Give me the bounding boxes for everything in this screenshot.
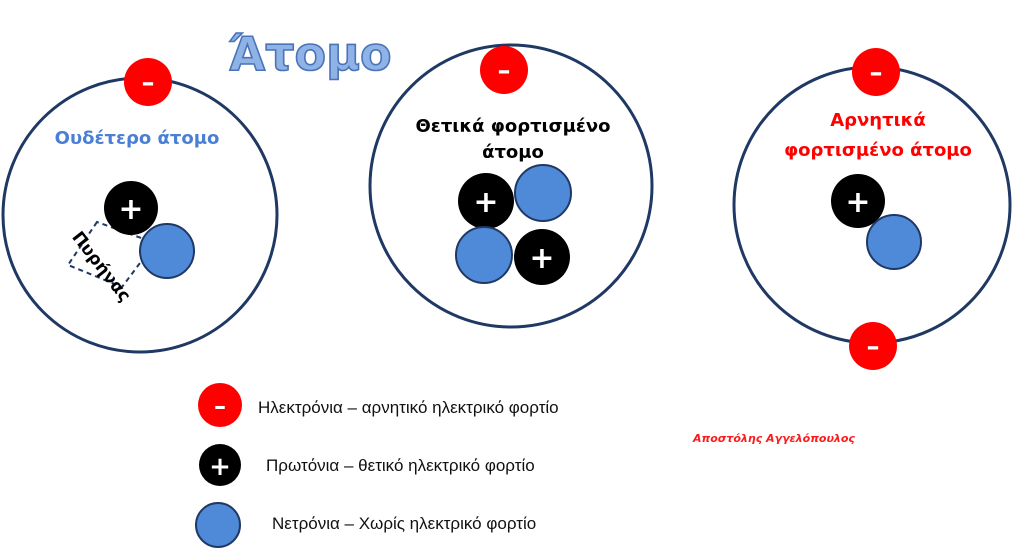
orbit-positive	[368, 43, 654, 329]
svg-text:+: +	[209, 452, 231, 482]
atom-negative: Αρνητικά φορτισμένο άτομο – + –	[732, 48, 1012, 370]
neutron	[866, 214, 922, 270]
atom-neutral-label: Ουδέτερο άτομο	[55, 128, 220, 149]
legend-neutron-icon	[195, 502, 241, 548]
nucleus-label: Πυρήνας	[67, 228, 134, 306]
legend-electron-icon: –	[198, 383, 242, 427]
nucleus-bracket	[66, 220, 157, 289]
legend-proton-text: Πρωτόνια – θετικό ηλεκτρικό φορτίο	[266, 456, 535, 475]
svg-text:+: +	[529, 241, 554, 276]
legend-electron-text: Ηλεκτρόνια – αρνητικό ηλεκτρικό φορτίο	[258, 398, 559, 417]
svg-text:–: –	[870, 58, 883, 88]
proton: +	[514, 229, 570, 285]
proton: +	[104, 181, 158, 235]
atom-negative-label-line1: Αρνητικά	[830, 110, 926, 131]
neutron	[455, 226, 513, 284]
svg-text:+: +	[845, 185, 870, 220]
electron: –	[124, 58, 172, 106]
svg-text:+: +	[118, 192, 143, 227]
electron: –	[849, 322, 897, 370]
legend-neutron-text: Νετρόνια – Χωρίς ηλεκτρικό φορτίο	[272, 514, 537, 533]
electron: –	[480, 46, 528, 94]
atom-positive: Θετικά φορτισμένο άτομο – + +	[368, 43, 654, 329]
neutron	[139, 223, 195, 279]
svg-text:–: –	[214, 392, 226, 420]
proton: +	[831, 174, 885, 228]
electron: –	[852, 48, 900, 96]
neutron	[514, 164, 572, 222]
atom-positive-label-line1: Θετικά φορτισμένο	[416, 116, 611, 137]
atom-neutral: Ουδέτερο άτομο – + Πυρήνας	[1, 58, 279, 354]
legend-proton-icon: +	[199, 444, 241, 486]
diagram-title: Άτομο	[228, 27, 391, 81]
proton: +	[458, 173, 514, 229]
author-credit: Αποστόλης Αγγελόπουλος	[693, 432, 855, 445]
svg-text:–: –	[142, 68, 155, 98]
atom-positive-label-line2: άτομο	[482, 142, 544, 163]
svg-text:+: +	[473, 185, 498, 220]
atom-negative-label-line2: φορτισμένο άτομο	[784, 140, 972, 161]
svg-text:–: –	[867, 332, 880, 362]
svg-text:–: –	[498, 56, 511, 86]
